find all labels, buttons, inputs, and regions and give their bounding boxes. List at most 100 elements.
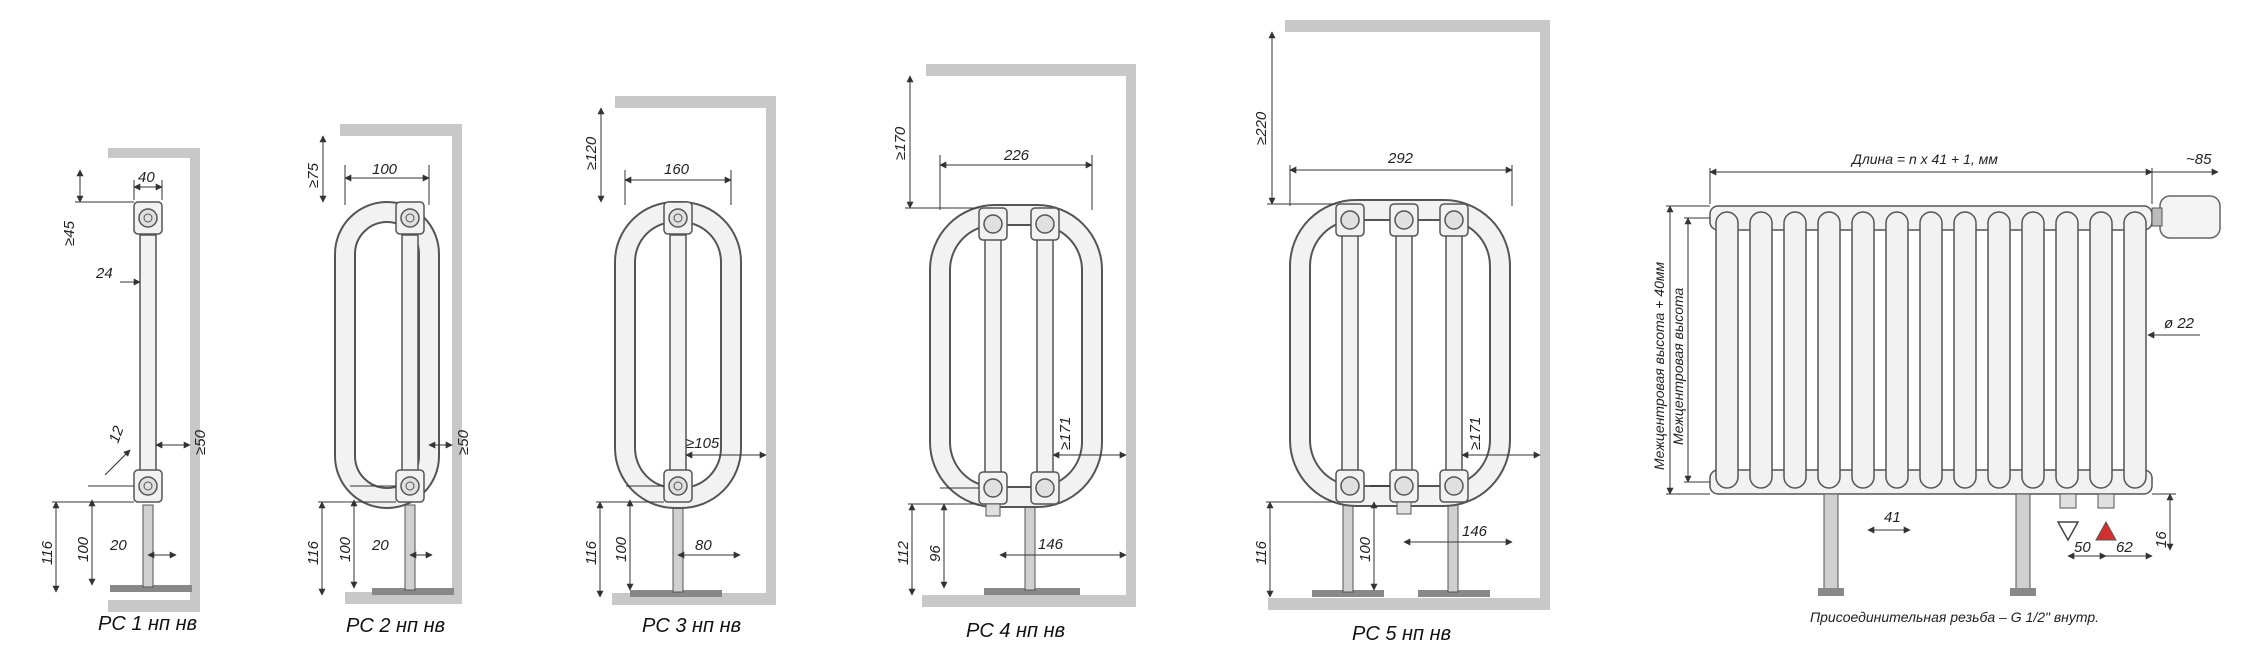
- model-rs4: 226 ≥170 ≥171 112 96 146 РС 4 нп нв: [892, 64, 1136, 642]
- dim-conn-b: 62: [2116, 539, 2133, 556]
- caption-rs3: РС 3 нп нв: [642, 615, 741, 637]
- thermostatic-head-icon: [2159, 195, 2221, 239]
- dim-top-gap: ≥170: [892, 126, 909, 160]
- wall-profile: [612, 96, 776, 605]
- dim-width: 292: [1387, 150, 1414, 167]
- model-rs1: 40 ≥45 24 ≥50 12 116 100 20 РС 1 нп нв: [39, 148, 209, 635]
- vertical-pipe: [401, 234, 419, 486]
- plug-icon: [138, 208, 158, 228]
- dim-axis: 100: [613, 536, 630, 562]
- caption-rs5: РС 5 нп нв: [1352, 623, 1451, 645]
- dim-wall-gap: ≥171: [1057, 417, 1074, 450]
- floor-plate: [372, 588, 454, 595]
- radiator-tube: [1851, 211, 1875, 489]
- dim-axis: 96: [927, 545, 944, 562]
- support-leg: [1342, 504, 1354, 593]
- front-view: Длина = n x 41 + 1, мм ~85 Межцентровая …: [1651, 151, 2221, 625]
- dim-axis: 100: [75, 536, 92, 562]
- wall-profile: [340, 124, 462, 604]
- vertical-pipe: [1445, 231, 1463, 483]
- support-leg: [1823, 493, 1839, 593]
- model-rs3: 160 ≥120 ≥105 116 100 80 РС 3 нп нв: [583, 96, 776, 637]
- plug-icon: [1444, 476, 1464, 496]
- dim-diam: 12: [106, 423, 128, 445]
- plug-icon: [400, 208, 420, 228]
- plug-icon: [1444, 210, 1464, 230]
- radiator-tube: [1817, 211, 1841, 489]
- radiator-tube: [1885, 211, 1909, 489]
- connection-nipple: [1396, 501, 1412, 515]
- dim-side: 24: [95, 265, 113, 282]
- dim-axis: 100: [337, 536, 354, 562]
- caption-rs1: РС 1 нп нв: [98, 613, 197, 635]
- plug-icon: [983, 478, 1003, 498]
- radiator-tube: [1919, 211, 1943, 489]
- support-leg: [1447, 504, 1459, 593]
- dim-total: 116: [305, 540, 322, 565]
- dim-top-gap: ≥120: [583, 136, 600, 170]
- radiator-tube: [2089, 211, 2113, 489]
- dim-total: 116: [583, 540, 600, 565]
- dim-height-outer: Межцентровая высота + 40мм: [1651, 262, 1667, 470]
- plug-icon: [400, 476, 420, 496]
- vertical-pipe: [1341, 231, 1359, 483]
- dim-top-gap: ≥45: [61, 220, 78, 246]
- valve-marker-icon: [2095, 520, 2117, 541]
- radiator-tube: [2021, 211, 2045, 489]
- radiator-tube: [2123, 211, 2147, 489]
- connection-nipple: [2059, 493, 2077, 509]
- dim-offset: 20: [109, 537, 127, 554]
- thread-note: Присоединительная резьба – G 1/2" внутр.: [1810, 609, 2099, 625]
- dim-wall-gap: ≥50: [192, 429, 209, 455]
- dim-axis: 100: [1357, 536, 1374, 562]
- support-leg: [1024, 504, 1036, 591]
- plug-icon: [1394, 210, 1414, 230]
- vertical-pipe: [669, 234, 687, 486]
- radiator-tube: [2055, 211, 2079, 489]
- plug-icon: [983, 214, 1003, 234]
- dim-wall-gap: ≥171: [1467, 417, 1484, 450]
- wall-profile: [108, 148, 200, 612]
- floor-plate: [984, 588, 1080, 595]
- dim-top-gap: ≥75: [305, 162, 322, 188]
- dim-offset: 20: [371, 537, 389, 554]
- floor-plate: [1312, 590, 1384, 597]
- dim-total: 116: [39, 540, 56, 565]
- plug-icon: [1035, 478, 1055, 498]
- plug-icon: [668, 476, 688, 496]
- dim-end-offset: ~85: [2186, 151, 2212, 168]
- dim-pitch: 41: [1884, 509, 1901, 526]
- plug-icon: [138, 476, 158, 496]
- connection-nipple: [2097, 493, 2115, 509]
- floor-plate: [110, 585, 192, 592]
- radiator-tube: [1987, 211, 2011, 489]
- support-leg: [404, 504, 416, 591]
- caption-rs4: РС 4 нп нв: [966, 620, 1065, 642]
- vertical-pipe: [984, 234, 1002, 486]
- dim-width: 40: [138, 169, 155, 186]
- dim-height-inner: Межцентровая высота: [1670, 287, 1686, 445]
- vertical-pipe: [139, 234, 157, 486]
- support-leg: [2015, 493, 2031, 593]
- model-rs2: 100 ≥75 ≥50 116 100 20 РС 2 нп нв: [305, 124, 472, 637]
- dim-width: 160: [664, 161, 690, 178]
- dim-total: 116: [1253, 540, 1270, 565]
- radiator-tubes: [1715, 211, 2147, 489]
- plug-icon: [1340, 210, 1360, 230]
- support-leg: [142, 504, 154, 588]
- support-leg: [672, 504, 684, 593]
- dim-offset: 146: [1462, 523, 1488, 540]
- dim-pipe-diam: ø 22: [2164, 315, 2195, 332]
- dim-wall-gap: ≥50: [455, 429, 472, 455]
- vertical-pipe: [1036, 234, 1054, 486]
- dim-width: 100: [372, 161, 398, 178]
- radiator-tube: [1953, 211, 1977, 489]
- dim-wall-gap: ≥105: [686, 435, 720, 452]
- plug-icon: [1035, 214, 1055, 234]
- floor-plate: [1418, 590, 1490, 597]
- vertical-pipe: [1395, 231, 1413, 483]
- dim-offset: 146: [1038, 536, 1064, 553]
- caption-rs2: РС 2 нп нв: [346, 615, 445, 637]
- flow-direction-icon: [2056, 521, 2080, 542]
